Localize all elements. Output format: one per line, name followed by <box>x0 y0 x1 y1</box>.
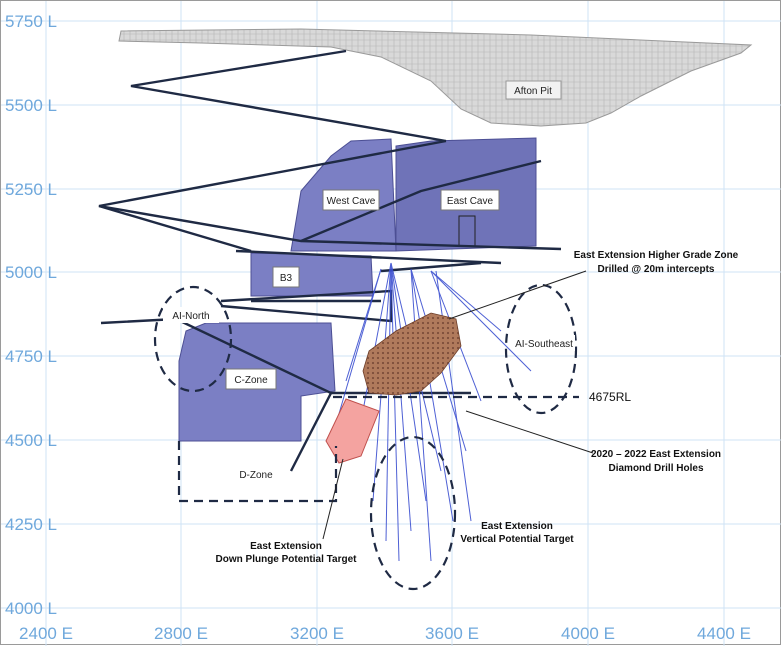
x-label-2800: 2800 E <box>154 624 208 643</box>
drill-holes-annotation-1: 2020 – 2022 East Extension <box>591 449 721 460</box>
x-label-4400: 4400 E <box>697 624 751 643</box>
vertical-target-annotation-1: East Extension <box>481 521 553 532</box>
vertical-target-outline <box>369 435 457 591</box>
x-label-3200: 3200 E <box>290 624 344 643</box>
ai-southeast-outline <box>504 283 578 415</box>
leader-lines <box>322 270 594 540</box>
svg-text:East Cave: East Cave <box>447 196 494 207</box>
drill-holes-annotation-2: Diamond Drill Holes <box>608 463 703 474</box>
svg-text:B3: B3 <box>280 273 293 284</box>
y-label-5250: 5250 L <box>5 180 57 199</box>
y-label-4500: 4500 L <box>5 431 57 450</box>
vertical-target-annotation-2: Vertical Potential Target <box>460 534 574 545</box>
x-label-3600: 3600 E <box>425 624 479 643</box>
afton-pit <box>118 28 753 127</box>
y-label-5000: 5000 L <box>5 263 57 282</box>
target-outlines <box>153 283 579 591</box>
down-plunge-target <box>325 398 380 464</box>
east-cave-label: East Cave <box>440 189 500 211</box>
svg-text:AI-Southeast: AI-Southeast <box>515 339 573 350</box>
higher-grade-annotation-1: East Extension Higher Grade Zone <box>574 250 739 261</box>
underground-workings <box>178 137 537 442</box>
c-zone-label: C-Zone <box>225 368 277 390</box>
afton-pit-label: Afton Pit <box>505 80 562 100</box>
b3-block <box>250 252 374 297</box>
svg-text:Afton Pit: Afton Pit <box>514 86 552 97</box>
x-label-2400: 2400 E <box>19 624 73 643</box>
d-zone-outline <box>177 441 338 503</box>
y-label-4000: 4000 L <box>5 599 57 618</box>
ai-north-outline <box>153 285 233 393</box>
svg-text:C-Zone: C-Zone <box>234 375 268 386</box>
y-label-5750: 5750 L <box>5 12 57 31</box>
d-zone-label: D-Zone <box>239 470 273 481</box>
plunge-target-annotation-1: East Extension <box>250 541 322 552</box>
higher-grade-ore-zone <box>362 312 462 396</box>
b3-label: B3 <box>272 266 300 288</box>
y-axis-labels: 5750 L 5500 L 5250 L 5000 L 4750 L 4500 … <box>5 12 57 618</box>
higher-grade-annotation-2: Drilled @ 20m intercepts <box>597 264 714 275</box>
svg-text:West Cave: West Cave <box>327 196 376 207</box>
ai-southeast-label: AI-Southeast <box>513 335 575 351</box>
rl-4675-label: 4675RL <box>589 390 631 404</box>
y-label-5500: 5500 L <box>5 96 57 115</box>
west-cave-label: West Cave <box>322 189 380 211</box>
plunge-target-annotation-2: Down Plunge Potential Target <box>216 554 358 565</box>
x-label-4000: 4000 E <box>561 624 615 643</box>
drill-holes <box>333 262 532 562</box>
svg-text:AI-North: AI-North <box>172 311 209 322</box>
y-label-4250: 4250 L <box>5 515 57 534</box>
x-axis-labels: 2400 E 2800 E 3200 E 3600 E 4000 E 4400 … <box>19 624 751 643</box>
y-label-4750: 4750 L <box>5 347 57 366</box>
ai-north-label: AI-North <box>163 307 219 323</box>
